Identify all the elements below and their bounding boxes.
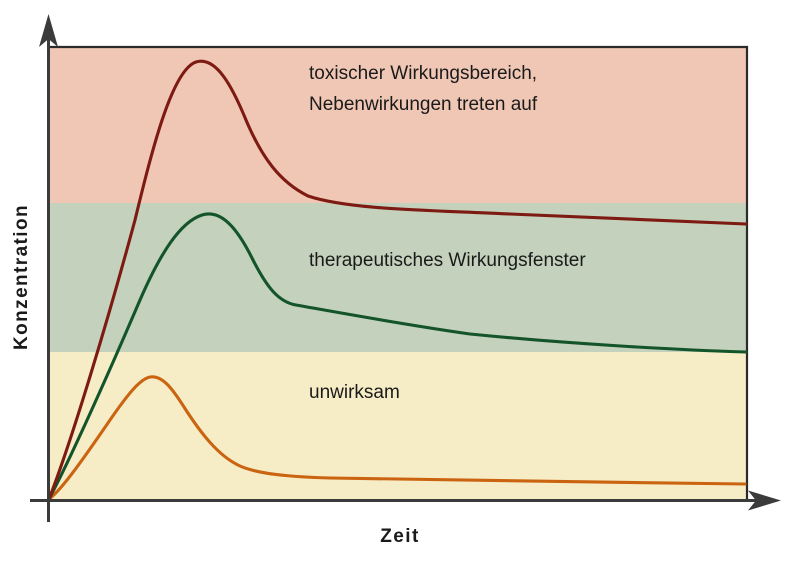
label-ineffective: unwirksam [309, 382, 400, 403]
plot-frame [47, 45, 749, 500]
curve-group [47, 59, 748, 501]
curve-toxic-dose [47, 59, 748, 501]
label-therapeutic: therapeutisches Wirkungsfenster [309, 250, 586, 271]
band-therapeutic-region [47, 203, 747, 352]
x-axis-arrow-icon [748, 490, 781, 511]
y-axis-arrow-icon [39, 14, 58, 47]
label-toxic-line1: toxischer Wirkungsbereich, [309, 63, 537, 84]
x-axis-title: Zeit [380, 526, 419, 547]
band-toxic-region [47, 47, 747, 203]
band-group [47, 47, 747, 500]
curve-ineffective-dose [47, 375, 747, 501]
axis-group [30, 14, 781, 522]
curve-therapeutic-dose [47, 212, 748, 501]
label-toxic-line2: Nebenwirkungen treten auf [309, 94, 538, 115]
band-ineffective-region [47, 352, 747, 500]
y-axis-title: Konzentration [11, 204, 32, 350]
